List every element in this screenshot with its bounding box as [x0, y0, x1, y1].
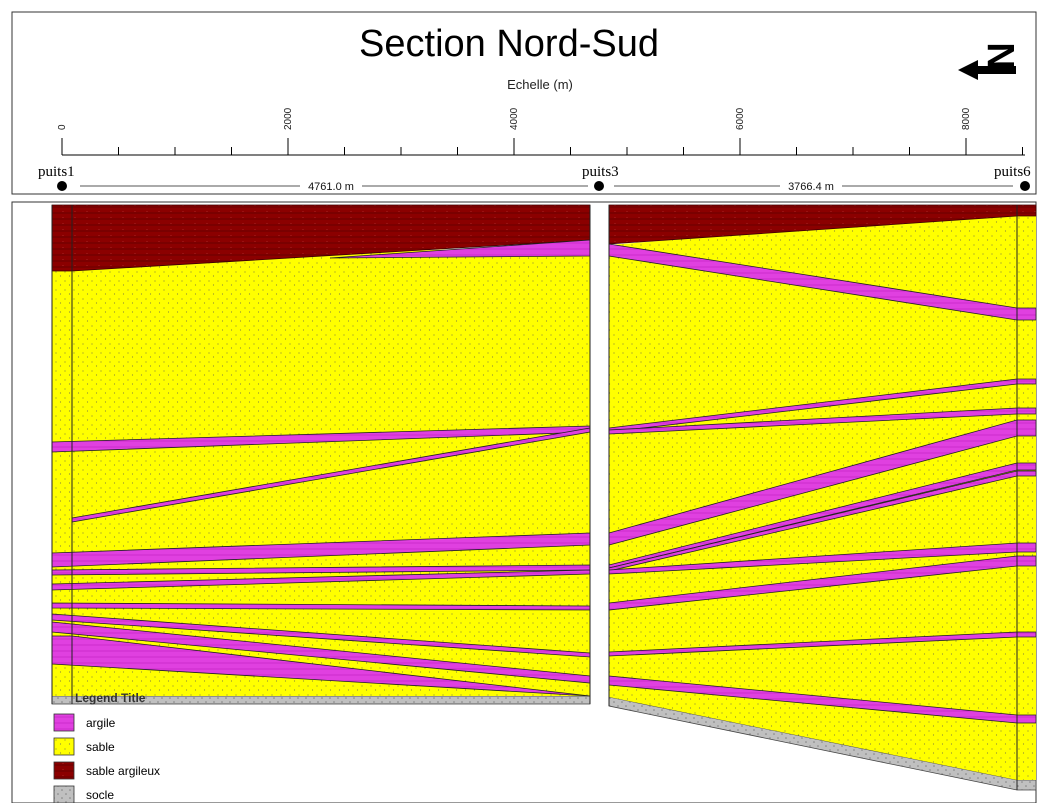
legend-swatch-sable: [53, 737, 75, 756]
scale-tick-labels: 0 2000 4000 6000 8000: [57, 107, 972, 130]
north-arrow-icon: N: [958, 42, 1023, 80]
legend-swatch-socle: [53, 785, 75, 803]
well-label-puits6: puits6: [994, 164, 1031, 180]
well-marker-puits3: [594, 181, 604, 191]
scale-tick-label: 2000: [283, 107, 294, 130]
svg-text:N: N: [981, 42, 1023, 69]
header-frame: [11, 11, 1037, 195]
scale-tick-label: 0: [57, 124, 68, 130]
scale-bar: [61, 138, 1025, 156]
well-label-puits3: puits3: [582, 164, 619, 180]
legend-swatch-sable-argileux: [53, 761, 75, 780]
distance-label: 3766.4 m: [788, 181, 834, 193]
distance-label: 4761.0 m: [308, 181, 354, 193]
scale-tick-label: 6000: [735, 107, 746, 130]
legend-label: sable argileux: [86, 764, 160, 778]
layer-sable: [609, 212, 1036, 780]
layer-sable: [52, 245, 590, 696]
well-marker-puits1: [57, 181, 67, 191]
scale-tick-label: 8000: [961, 107, 972, 130]
legend-swatch-argile: [53, 713, 75, 732]
legend-title: Legend Title: [75, 691, 146, 705]
well-label-puits1: puits1: [38, 164, 75, 180]
scale-tick-label: 4000: [509, 107, 520, 130]
legend-label: argile: [86, 716, 116, 730]
well-marker-puits6: [1020, 181, 1030, 191]
scale-label: Echelle (m): [507, 77, 573, 92]
page-title: Section Nord-Sud: [359, 23, 659, 65]
geological-section: [51, 204, 1037, 791]
legend: Legend Title argile sable sable argileux…: [53, 691, 160, 803]
legend-label: sable: [86, 740, 115, 754]
legend-label: socle: [86, 788, 114, 802]
